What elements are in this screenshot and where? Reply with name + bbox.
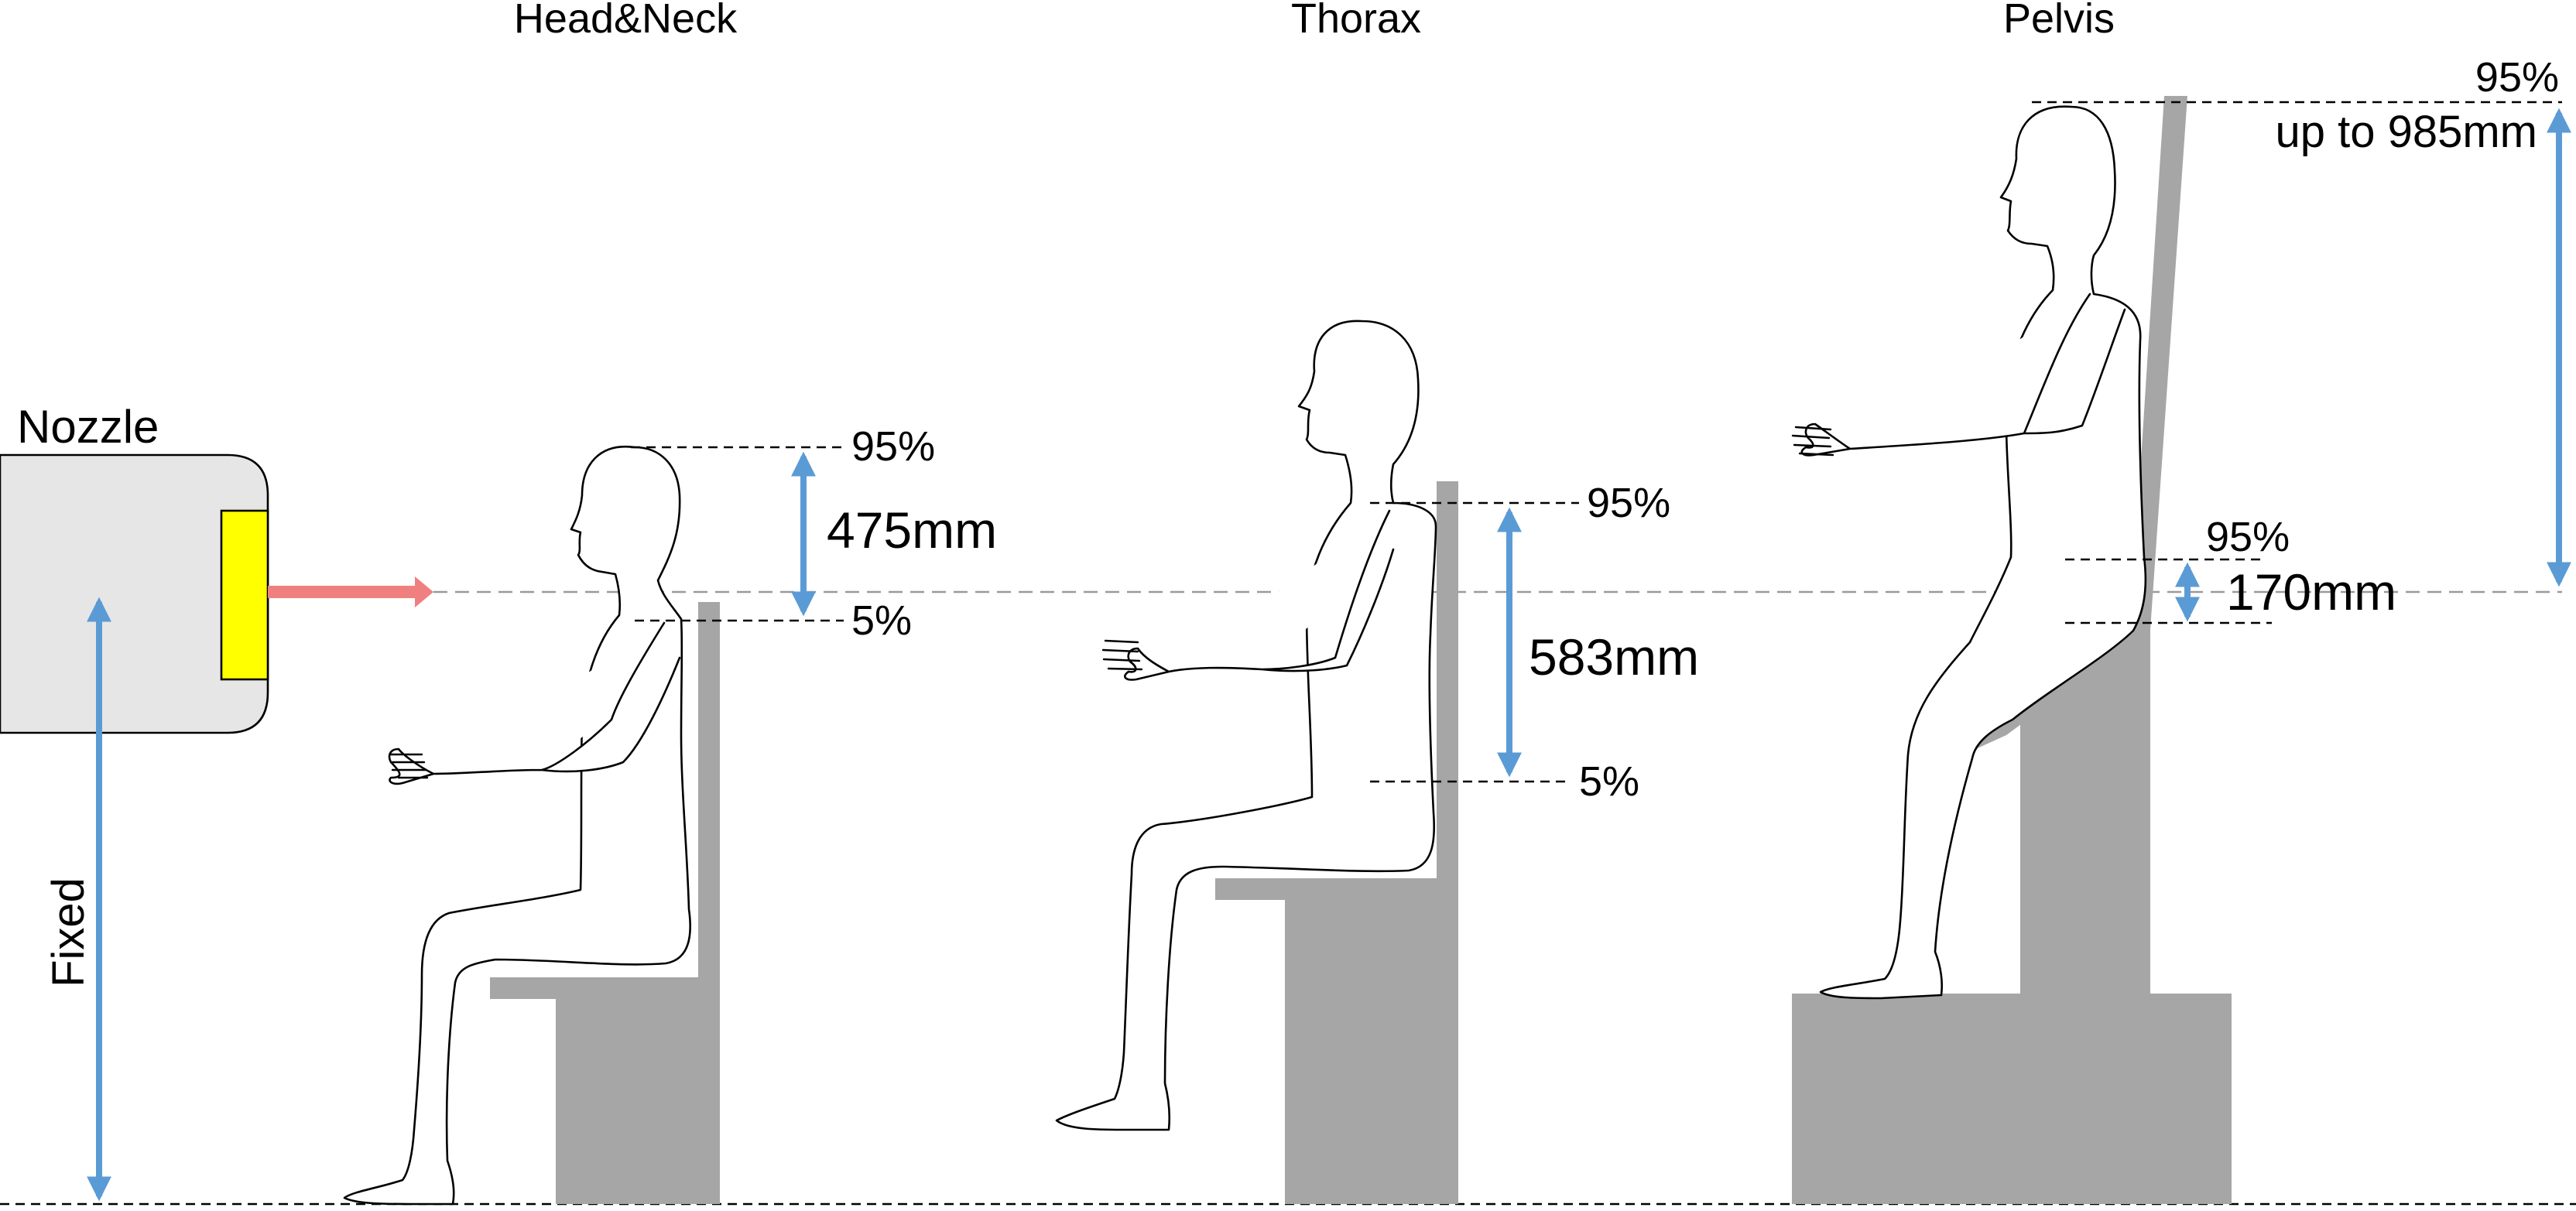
pv-top-label: 95% — [2475, 54, 2559, 101]
chair-icon — [1215, 481, 1458, 1204]
patient-silhouette-icon — [1055, 320, 1437, 1131]
chair-icon — [490, 602, 720, 1204]
hn-upper-label: 95% — [851, 423, 935, 470]
hn-range-label: 475mm — [827, 501, 997, 559]
hn-lower-label: 5% — [851, 597, 912, 644]
beam-arrow-icon — [268, 576, 433, 607]
section-title-thorax: Thorax — [1291, 0, 1421, 42]
fixed-label: Fixed — [43, 877, 94, 987]
section-title-pelvis: Pelvis — [2003, 0, 2115, 42]
nozzle-icon — [0, 453, 269, 734]
patient-silhouette-icon — [343, 445, 691, 1206]
nozzle-label: Nozzle — [17, 401, 159, 453]
th-lower-label: 5% — [1579, 758, 1639, 805]
pv-top-range-label: up to 985mm — [2275, 107, 2537, 157]
section-title-head-neck: Head&Neck — [514, 0, 738, 42]
pv-inner-range-label: 170mm — [2226, 563, 2396, 621]
aperture — [220, 509, 269, 681]
th-upper-label: 95% — [1587, 480, 1670, 526]
patient-silhouette-icon — [1791, 105, 2147, 1000]
th-range-label: 583mm — [1529, 628, 1699, 686]
pv-inner-label: 95% — [2206, 514, 2290, 560]
